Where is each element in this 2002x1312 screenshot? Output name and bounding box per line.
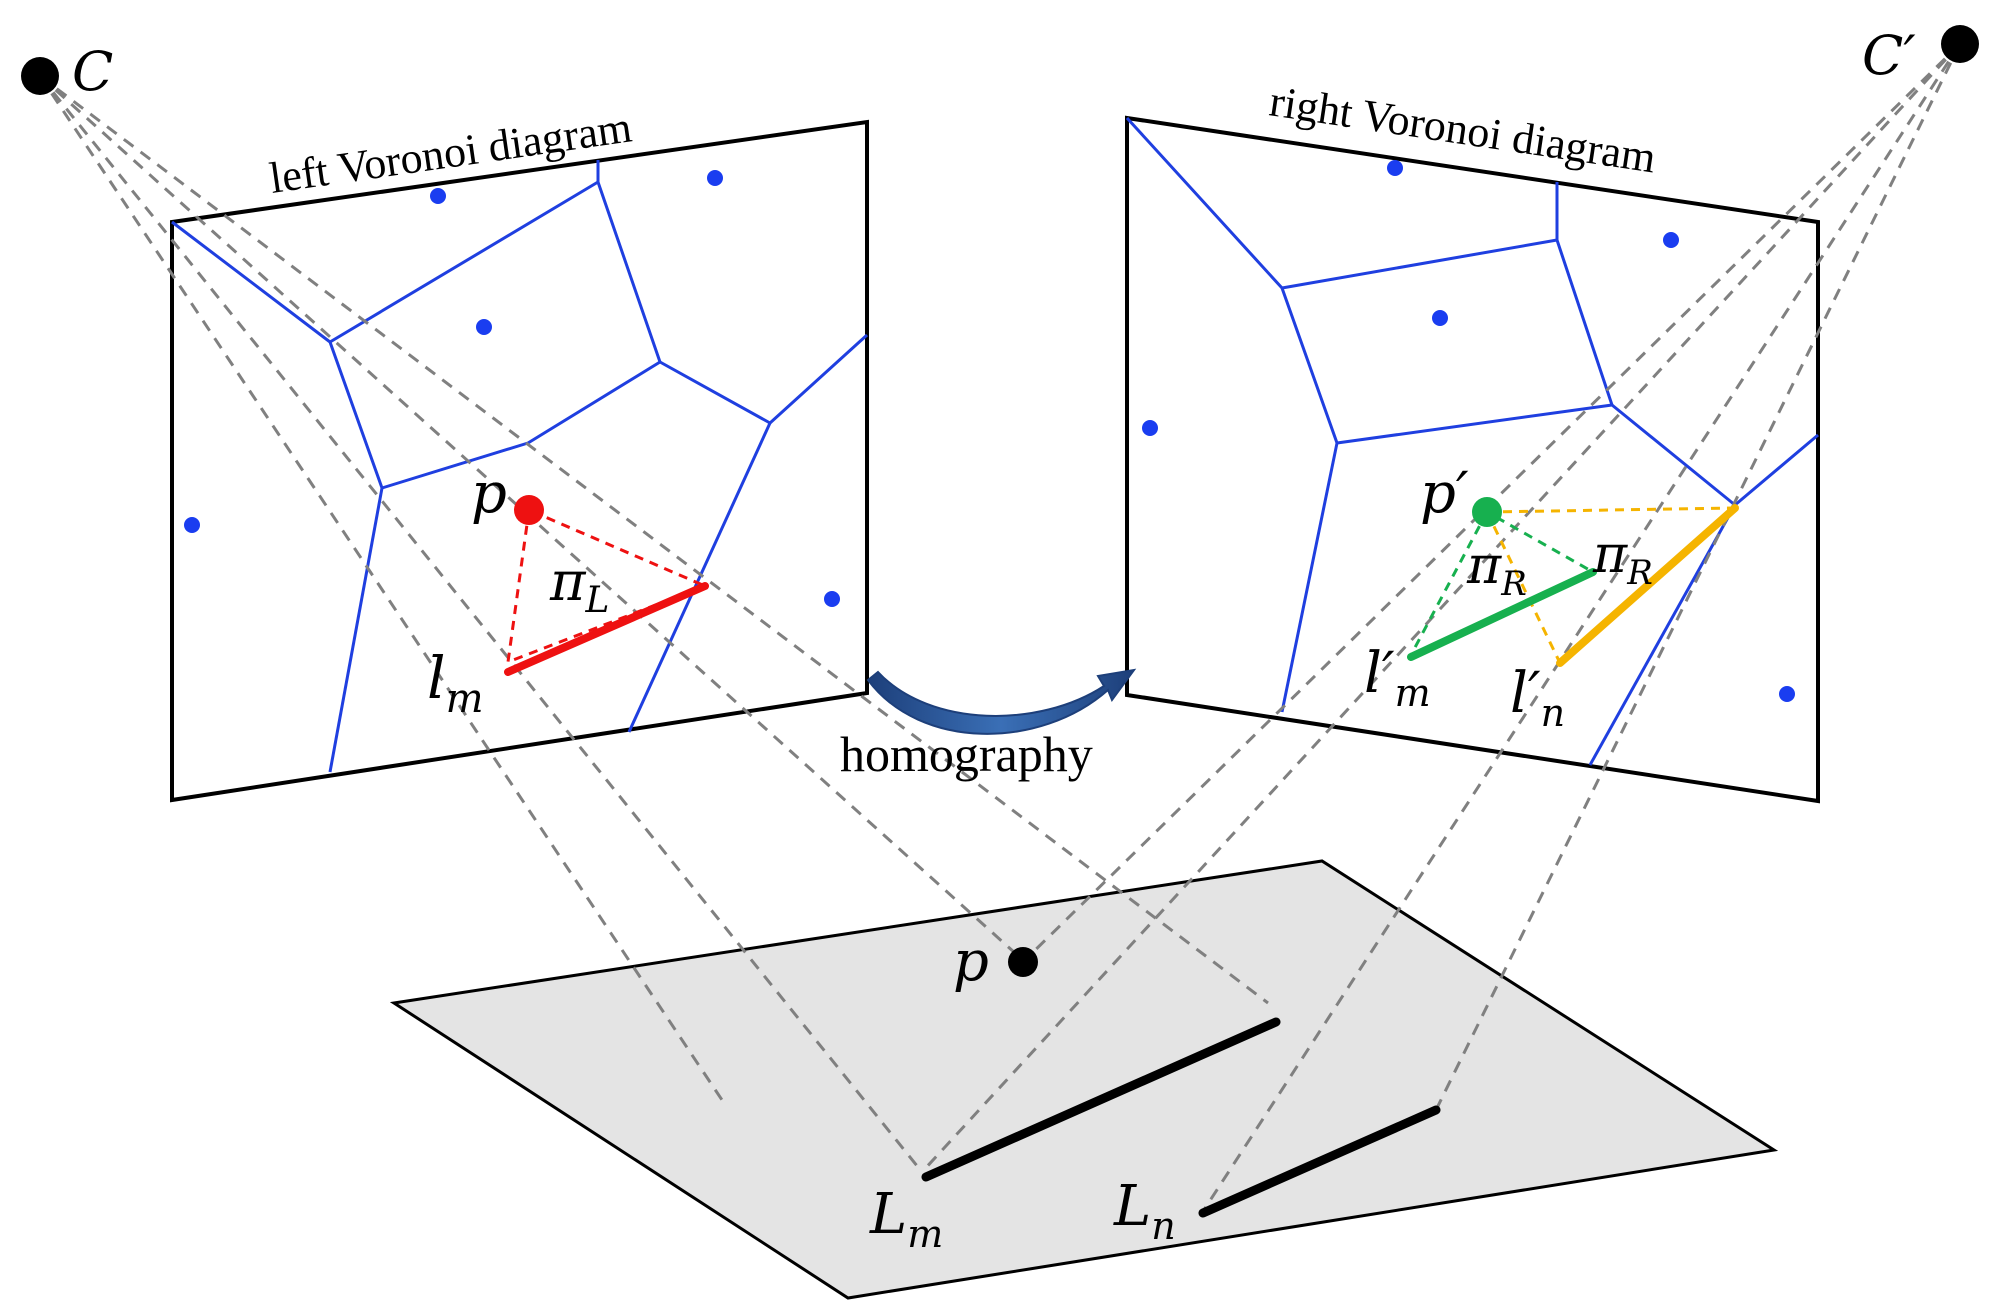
left-image-plane-frame <box>170 119 869 803</box>
left-camera-center <box>21 57 59 95</box>
homography-label: homography <box>840 726 1093 782</box>
left-projection-triangle <box>504 495 709 676</box>
ground-segment-m-label: Lm <box>869 1182 943 1256</box>
right-projected-segment-m <box>1407 568 1597 661</box>
right-segment-m-label: l′m <box>1364 641 1431 715</box>
homography-arrow <box>866 668 1137 735</box>
left-image-plane <box>170 119 869 803</box>
ground-plane <box>389 859 1779 1300</box>
right-projection-triangles <box>1407 497 1740 667</box>
left-point-label: p <box>471 461 507 526</box>
left-plane-label: πL <box>549 550 609 621</box>
right-plane-label-a: πR <box>1466 536 1527 604</box>
ground-segment-m <box>921 1017 1281 1182</box>
ground-objects <box>921 947 1441 1218</box>
ground-segment-n-label: Ln <box>1113 1174 1176 1248</box>
right-voronoi-seeds <box>1142 160 1795 702</box>
right-plane-label-b: πR <box>1592 525 1653 593</box>
right-camera-label: C′ <box>1862 24 1916 87</box>
left-camera-label: C <box>72 40 113 103</box>
ground-point-label: p <box>953 929 989 994</box>
left-segment-label: lm <box>427 644 484 722</box>
right-segment-n-label: l′n <box>1510 661 1565 735</box>
right-camera-center <box>1941 25 1979 63</box>
right-image-plane <box>1125 115 1820 804</box>
right-image-plane-frame <box>1125 115 1820 804</box>
right-point-label: p′ <box>1420 461 1469 526</box>
right-projected-point <box>1472 497 1502 527</box>
left-projected-point <box>514 495 544 525</box>
left-voronoi-seeds <box>184 170 840 607</box>
ground-segment-n <box>1198 1105 1441 1218</box>
left-projected-segment <box>504 582 709 676</box>
ground-point <box>1008 947 1038 977</box>
right-voronoi-edges <box>1125 116 1819 766</box>
right-projected-segment-n <box>1556 504 1739 667</box>
